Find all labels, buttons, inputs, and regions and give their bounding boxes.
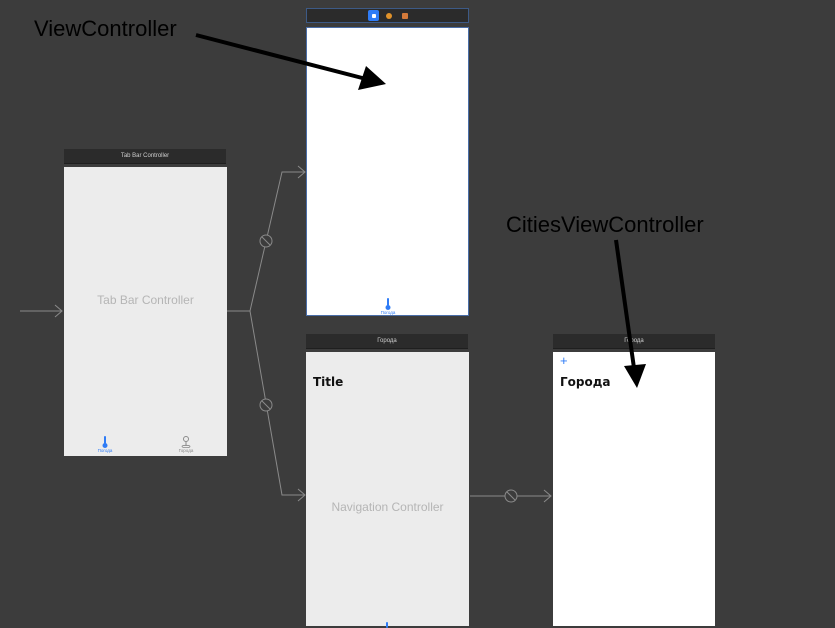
scene-title-bar[interactable]: Города bbox=[306, 334, 468, 349]
scene-title-bar[interactable]: Города bbox=[553, 334, 715, 349]
first-responder-icon[interactable] bbox=[386, 12, 392, 19]
segue-to-navigation-controller bbox=[249, 310, 305, 496]
navigation-controller-scene[interactable]: Title Navigation Controller bbox=[306, 352, 469, 628]
tab-bar-controller-scene[interactable]: Tab Bar Controller Погода Города bbox=[64, 167, 227, 456]
nav-large-title: Title bbox=[313, 375, 344, 389]
view-controller-icon[interactable] bbox=[368, 10, 379, 21]
exit-icon[interactable] bbox=[402, 12, 408, 19]
map-pin-icon bbox=[181, 436, 191, 448]
callout-label: ViewController bbox=[34, 16, 177, 41]
cities-view-controller-scene[interactable]: + Города bbox=[553, 352, 715, 626]
tab-item-weather[interactable]: Погода bbox=[85, 434, 125, 456]
arrow-line bbox=[195, 33, 371, 82]
tab-label: Города bbox=[178, 448, 194, 453]
arrowhead-icon bbox=[358, 66, 386, 90]
thermometer-icon bbox=[102, 436, 108, 448]
tab-bar: Погода Города bbox=[64, 434, 227, 456]
add-button[interactable]: + bbox=[560, 353, 568, 368]
nav-large-title: Города bbox=[560, 375, 611, 389]
callout-label: CitiesViewController bbox=[506, 212, 704, 237]
tab-label: Погода bbox=[380, 310, 396, 315]
scene-title-bar[interactable]: Tab Bar Controller bbox=[64, 149, 226, 164]
scene-placeholder-label: Tab Bar Controller bbox=[97, 293, 194, 307]
initial-entry-arrowhead bbox=[54, 304, 63, 318]
thermometer-icon bbox=[385, 298, 391, 310]
arrow-line bbox=[614, 239, 636, 369]
scene-dock[interactable] bbox=[306, 8, 469, 23]
scene-placeholder-label: Navigation Controller bbox=[331, 500, 444, 514]
arrowhead-icon bbox=[624, 364, 646, 388]
view-controller-scene[interactable]: Погода bbox=[306, 27, 469, 316]
tab-label: Погода bbox=[97, 448, 113, 453]
tab-item-cities[interactable]: Города bbox=[166, 434, 206, 456]
segue-to-view-controller bbox=[249, 171, 305, 312]
